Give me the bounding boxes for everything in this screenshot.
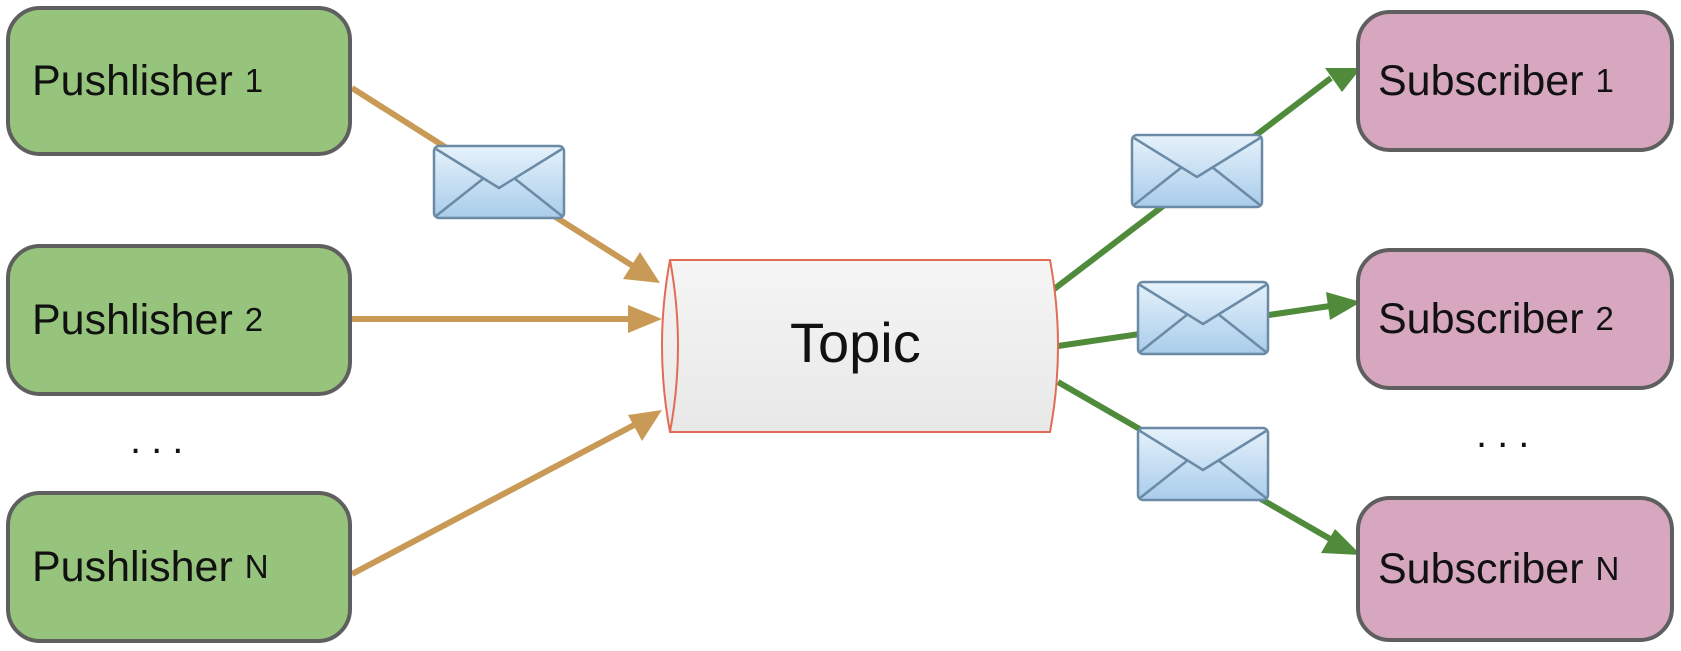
publisher-node-1: Pushlisher 1 <box>6 6 352 156</box>
topic-cylinder <box>661 259 1059 433</box>
publisher-index: 2 <box>244 301 264 338</box>
publisher-name: Pushlisher <box>32 542 233 591</box>
subscriber-node-n: Subscriber N <box>1356 496 1674 642</box>
envelope-icon <box>432 144 566 220</box>
subscriber-index: 2 <box>1595 300 1614 337</box>
publisher-node-2: Pushlisher 2 <box>6 244 352 396</box>
publisher-node-n: Pushlisher N <box>6 491 352 643</box>
subscriber-name: Subscriber <box>1378 294 1584 343</box>
subscriber-ellipsis: ... <box>1476 412 1540 456</box>
subscriber-node-2: Subscriber 2 <box>1356 248 1674 390</box>
publisher-index: 1 <box>244 62 264 99</box>
subscriber-name: Subscriber <box>1378 56 1584 105</box>
subscriber-name: Subscriber <box>1378 544 1584 593</box>
arrowhead-pub2 <box>628 305 662 333</box>
envelope-icon <box>1136 280 1270 356</box>
arrowhead-pub1 <box>623 252 660 283</box>
subscriber-index: 1 <box>1595 62 1614 99</box>
subscriber-node-1: Subscriber 1 <box>1356 10 1674 152</box>
arrowhead-sub2 <box>1326 292 1361 320</box>
envelope-icon <box>1130 133 1264 209</box>
arrowhead-pubN <box>628 410 662 441</box>
arrowhead-sub1 <box>1325 68 1361 92</box>
arrow-pubN-topic <box>350 421 638 577</box>
publisher-name: Pushlisher <box>32 56 233 105</box>
subscriber-index: N <box>1595 550 1620 587</box>
publisher-name: Pushlisher <box>32 295 233 344</box>
topic-label: Topic <box>790 311 921 374</box>
envelope-icon <box>1136 426 1270 502</box>
arrowhead-subN <box>1321 529 1361 555</box>
publisher-index: N <box>244 548 269 585</box>
publisher-ellipsis: ... <box>130 418 194 462</box>
